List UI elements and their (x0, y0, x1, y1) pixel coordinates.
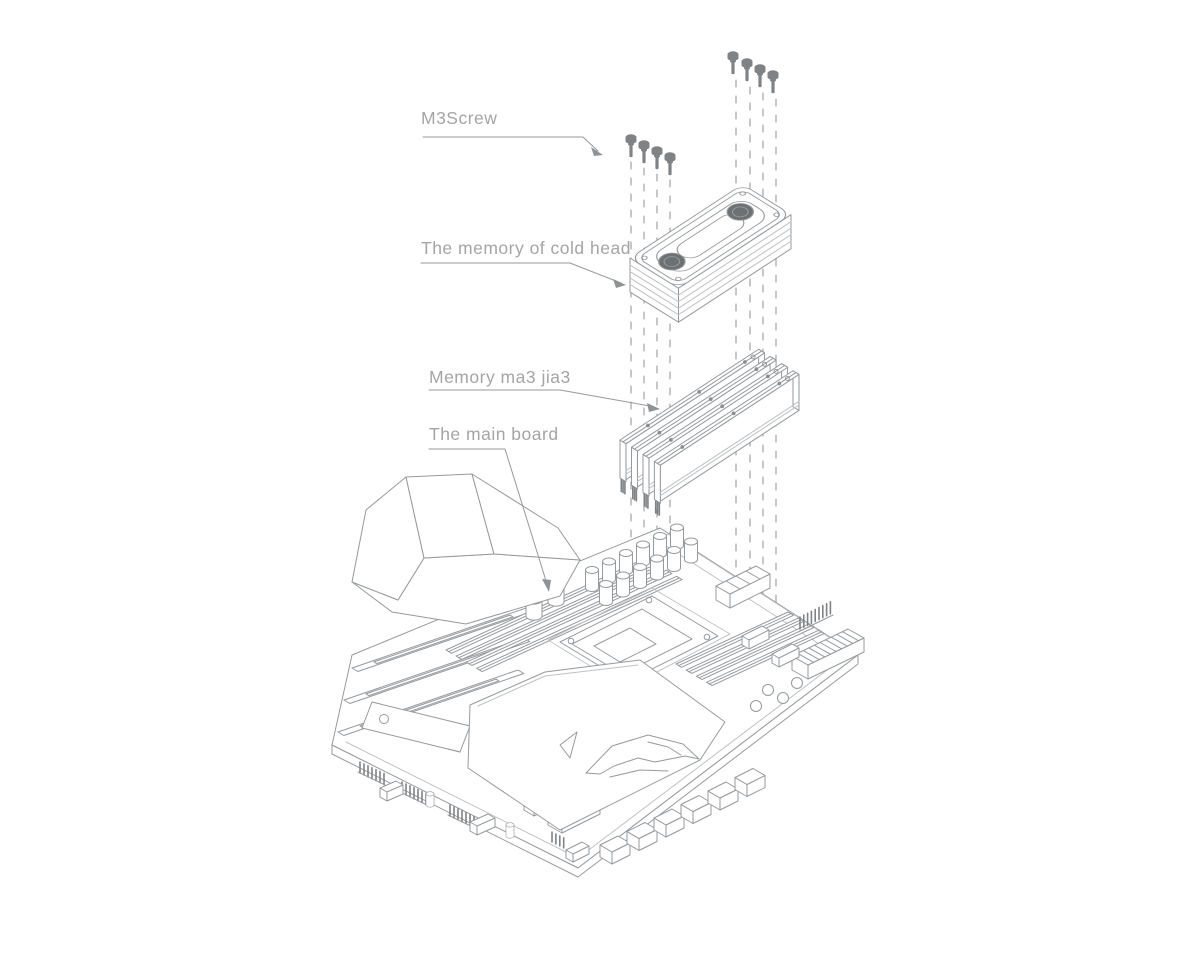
label-cold-head: The memory of cold head (421, 238, 631, 258)
rog-eye-logo (559, 731, 700, 778)
callouts: M3Screw The memory of cold head Memory m… (420, 108, 660, 592)
label-main-board: The main board (429, 424, 559, 444)
m3-screws-group-right (727, 51, 779, 94)
small-headers-right (741, 625, 800, 668)
board-edge-thickness (331, 654, 859, 878)
chipset-shroud (467, 659, 726, 831)
front-panel-header (551, 831, 590, 863)
leader-arrowhead (613, 279, 626, 288)
coolant-port (658, 252, 686, 271)
bottom-edge-headers (357, 761, 515, 839)
leader-arrowhead (591, 147, 603, 156)
leader-main-board (428, 448, 548, 585)
leader-arrowhead (647, 403, 660, 412)
eps-power-connector (715, 565, 771, 609)
cold-head-side-walls (629, 214, 792, 323)
label-memory: Memory ma3 jia3 (429, 367, 571, 387)
leader-cold-head (420, 262, 622, 284)
cold-head-drawing (629, 187, 792, 323)
atx-24pin-connector (791, 628, 865, 680)
m3-screws-group-left (625, 134, 676, 176)
leader-m3-screw (422, 136, 599, 152)
label-m3-screw: M3Screw (421, 108, 497, 128)
coolant-port (726, 203, 755, 221)
capacitors (750, 677, 803, 712)
memory-modules-drawing (619, 348, 800, 517)
leader-arrowhead (542, 579, 551, 592)
screw-guide-dashed-lines-right (735, 79, 777, 619)
motherboard-drawing (331, 473, 865, 878)
cold-head-top-face (634, 187, 787, 286)
leader-memory (428, 389, 651, 407)
